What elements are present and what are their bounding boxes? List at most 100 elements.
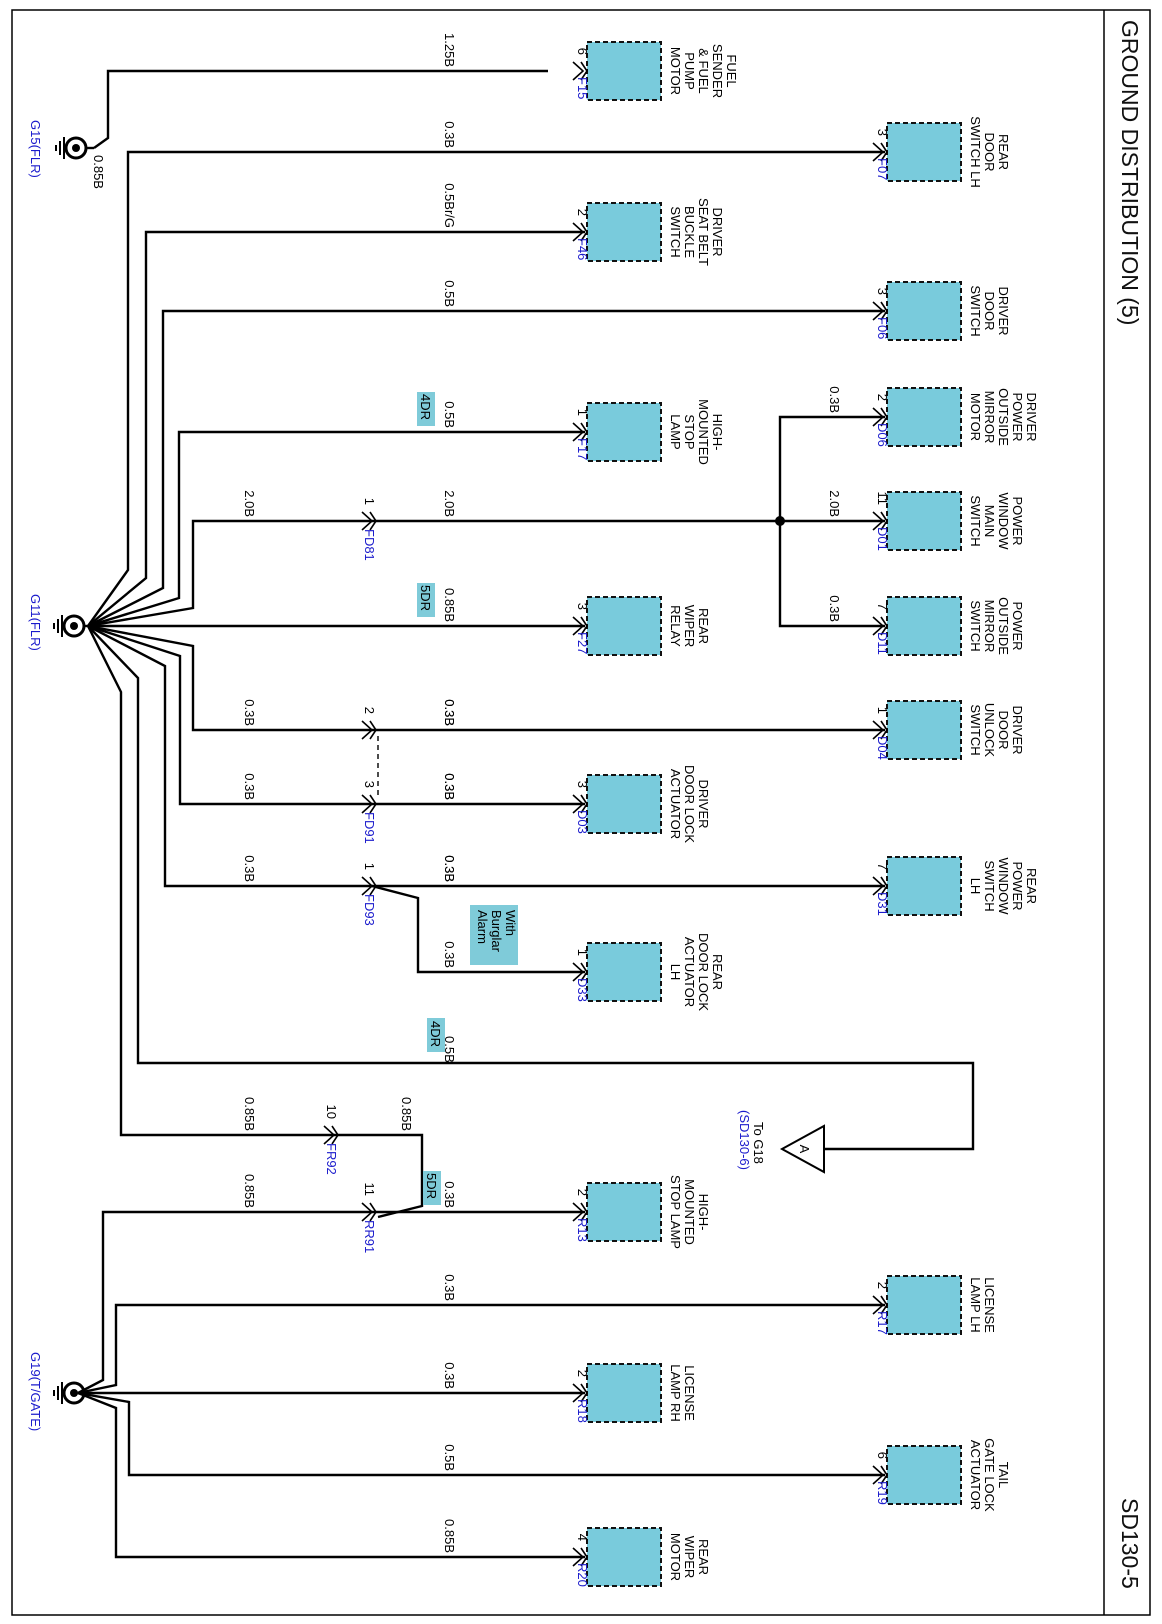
terminal-symbol <box>331 1125 339 1145</box>
terminal-symbol <box>580 222 588 242</box>
wire-gauge-label: 2.0B <box>827 490 842 517</box>
pin-number: 1 <box>575 409 590 416</box>
pin-number: 6 <box>875 1452 890 1459</box>
wire-gauge-label: 0.3B <box>442 855 457 882</box>
connector-id: FD81 <box>362 529 377 561</box>
wire-gauge-label: 0.3B <box>827 386 842 413</box>
component-name-line: PUMP <box>682 52 697 90</box>
wire-gauge-label: 0.5B <box>442 401 457 428</box>
component-name-line: DOOR LOCK <box>696 933 711 1011</box>
component-name-line: HIGH- <box>696 1194 711 1231</box>
wire-gauge-label: 0.85B <box>242 1174 257 1208</box>
burglar-tag-line1: With <box>503 910 518 936</box>
component-name-line: DRIVER <box>710 207 725 256</box>
component-name-line: STOP <box>682 414 697 449</box>
component-name-line: MAIN <box>982 505 997 538</box>
component-box <box>586 774 662 834</box>
component-name-line: LH <box>968 878 983 895</box>
component-name-line: WINDOW <box>996 857 1011 915</box>
terminal-symbol <box>361 794 374 814</box>
wire-gauge-label: 0.3B <box>242 855 257 882</box>
component-name-line: WINDOW <box>996 492 1011 550</box>
component-name-line: UNLOCK <box>982 703 997 758</box>
connector-id: F07 <box>875 158 890 180</box>
terminal-symbol <box>580 962 588 982</box>
component-box <box>586 942 662 1002</box>
component-name-line: REAR <box>996 134 1011 170</box>
component-name-line: MOUNTED <box>696 399 711 465</box>
terminal-symbol <box>572 422 585 442</box>
pin-number: 7 <box>875 603 890 610</box>
wire-gauge-label: 0.3B <box>242 773 257 800</box>
wire-gauge-label: 0.3B <box>827 595 842 622</box>
terminal-symbol <box>369 511 377 531</box>
terminal-symbol <box>369 876 377 896</box>
component-name-line: TAIL <box>996 1462 1011 1489</box>
connector-id: RR91 <box>362 1220 377 1253</box>
option-tag: 5DR <box>424 1173 439 1199</box>
wire-layer <box>77 69 975 1559</box>
pin-number: 2 <box>575 209 590 216</box>
terminal-symbol <box>369 794 377 814</box>
wire-driver-door-switch <box>87 309 885 628</box>
page-code: SD130-5 <box>1117 1498 1143 1589</box>
component-name-line: WIPER <box>682 1536 697 1579</box>
component-name-line: DRIVER <box>1024 392 1039 441</box>
connector-id: R13 <box>575 1218 590 1242</box>
component-name-line: ACTUATOR <box>668 769 683 839</box>
wire-gauge-label: 0.5B <box>442 1444 457 1471</box>
wire-rear-wiper-motor <box>77 1391 585 1559</box>
offpage-wire-label: 0.5B <box>442 1036 457 1063</box>
connector-id: D04 <box>875 736 890 760</box>
terminal-symbol <box>361 720 374 740</box>
component-box <box>886 387 962 447</box>
component-name-line: LICENSE <box>982 1277 997 1333</box>
connector-id: F06 <box>875 317 890 339</box>
pin-number: 3 <box>362 781 377 788</box>
pin-number: 11 <box>875 492 890 506</box>
terminal-symbol <box>572 1383 585 1403</box>
pin-number: 1 <box>362 863 377 870</box>
terminal-symbol <box>872 301 885 321</box>
terminal-symbol <box>880 142 888 162</box>
ground-g11-label: G11(FLR) <box>28 594 43 651</box>
component-box <box>886 122 962 182</box>
offpage-tag-bg <box>427 1018 445 1052</box>
terminal-symbol <box>323 1125 336 1145</box>
component-name-line: DOOR LOCK <box>682 765 697 843</box>
g15-wire-label: 0.85B <box>91 155 106 189</box>
component-box <box>586 402 662 462</box>
component-name-line: WIPER <box>682 605 697 648</box>
wire-gauge-label: 0.3B <box>442 941 457 968</box>
terminal-symbol <box>361 1202 374 1222</box>
component-name-line: DOOR <box>982 133 997 172</box>
pin-number: 1 <box>362 498 377 505</box>
component-name-line: MOTOR <box>668 47 683 95</box>
ground-g15-label: G15(FLR) <box>28 120 43 178</box>
wire-gauge-label: 0.3B <box>442 773 457 800</box>
component-name-line: MOTOR <box>668 1533 683 1581</box>
component-name-line: REAR <box>1024 868 1039 904</box>
terminal-symbol <box>361 876 374 896</box>
wire-tail-gate <box>77 1391 885 1477</box>
terminal-symbol <box>369 720 377 740</box>
terminal-symbol <box>572 794 585 814</box>
connector-id: FR92 <box>324 1143 339 1175</box>
component-box <box>886 1275 962 1335</box>
component-name-line: MOTOR <box>968 393 983 441</box>
connector-id: D31 <box>875 892 890 916</box>
offpage-to-label: To G18 <box>751 1122 766 1164</box>
connector-id: D06 <box>875 423 890 447</box>
terminal-symbol <box>880 1295 888 1315</box>
component-name-line: STOP LAMP <box>668 1175 683 1249</box>
component-name-line: POWER <box>1010 861 1025 910</box>
terminal-symbol <box>872 511 885 531</box>
